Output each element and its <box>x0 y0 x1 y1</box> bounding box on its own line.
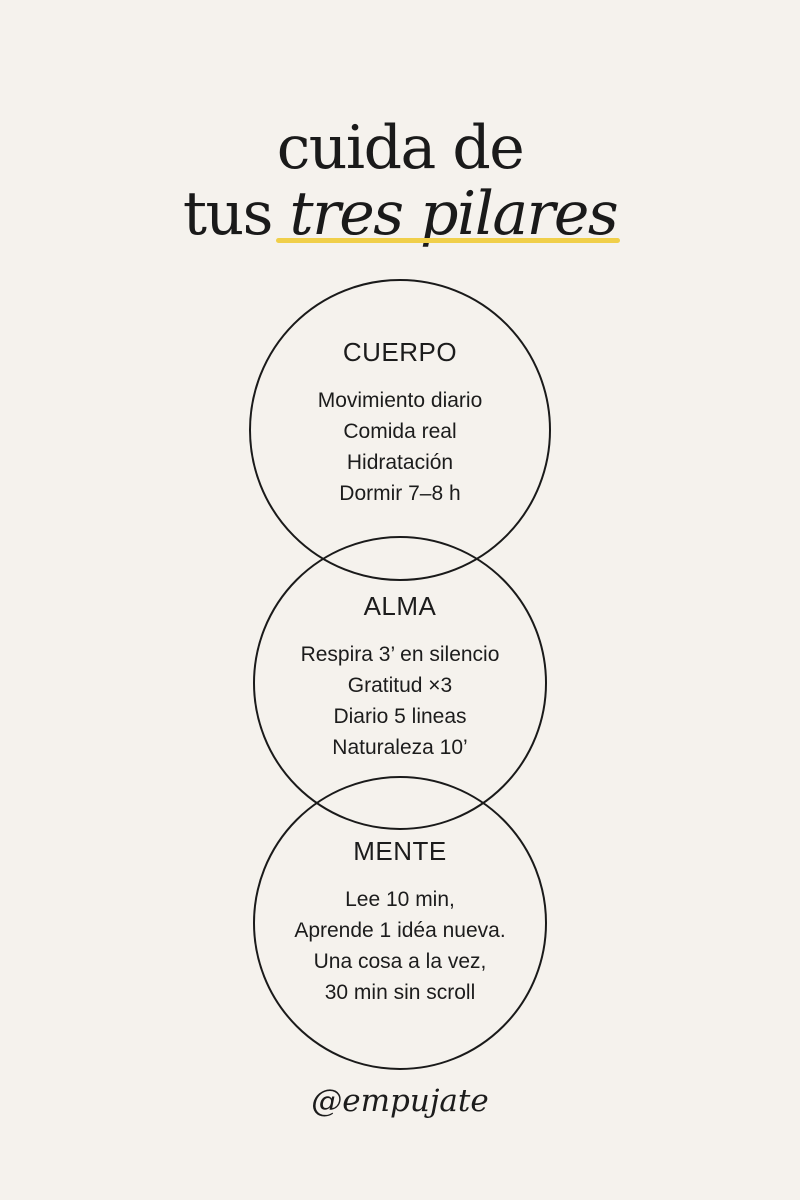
pillar-cuerpo: CUERPO Movimiento diario Comida real Hid… <box>200 339 600 509</box>
pillar-item: Naturaleza 10’ <box>332 736 468 759</box>
pillar-mente: MENTE Lee 10 min, Aprende 1 idéa nueva. … <box>200 838 600 1008</box>
title-emphasis: tres pilares <box>289 179 618 249</box>
circle-cuerpo <box>249 279 551 581</box>
circle-mente <box>253 776 547 1070</box>
title-underline <box>276 238 620 243</box>
circle-alma <box>253 536 547 830</box>
pillar-item: Dormir 7–8 h <box>339 482 461 505</box>
pillar-item: 30 min sin scroll <box>324 981 476 1004</box>
pillar-title: CUERPO <box>342 337 458 367</box>
pillar-item: Una cosa a la vez, <box>313 950 487 973</box>
pillar-item: Comida real <box>343 420 457 443</box>
pillar-item: Lee 10 min, <box>345 888 455 911</box>
title-line-2: tus tres pilares <box>0 184 800 244</box>
social-handle: @empujate <box>311 1083 489 1119</box>
pillar-title: MENTE <box>353 836 447 866</box>
pillar-item: Diario 5 lineas <box>333 705 467 728</box>
pillar-alma: ALMA Respira 3’ en silencio Gratitud ×3 … <box>200 593 600 763</box>
pillar-item: Hidratación <box>346 451 454 474</box>
pillar-item: Gratitud ×3 <box>347 674 453 697</box>
pillar-item: Respira 3’ en silencio <box>300 643 500 666</box>
pillar-item: Movimiento diario <box>317 389 483 412</box>
title-line-1: cuida de <box>276 113 525 183</box>
pillar-title: ALMA <box>363 591 437 621</box>
pillar-item: Aprende 1 idéa nueva. <box>294 919 506 942</box>
title-prefix: tus <box>182 179 274 249</box>
